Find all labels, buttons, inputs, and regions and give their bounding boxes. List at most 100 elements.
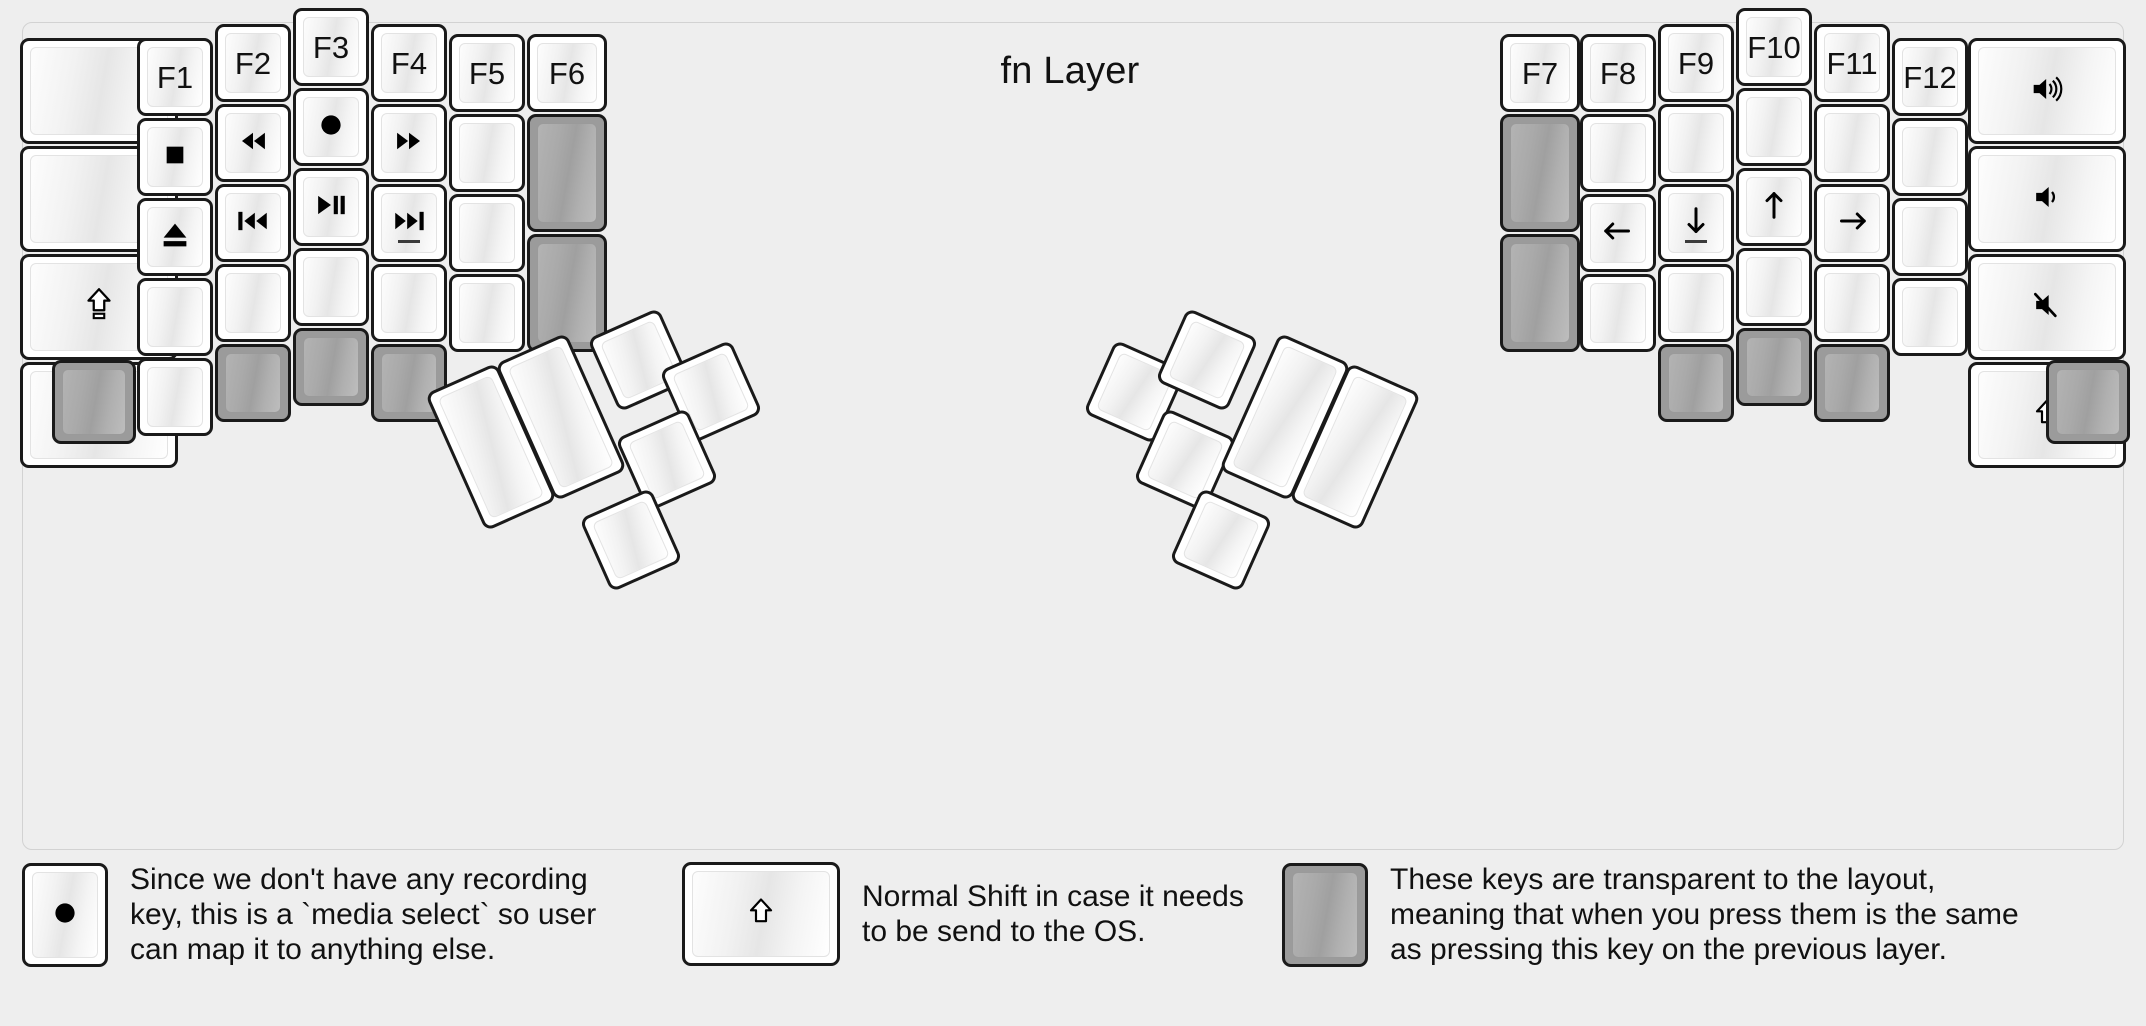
keycap-face [1167, 319, 1247, 401]
left-col-l1-key-extra[interactable] [52, 360, 136, 444]
right-col-r3-key-5[interactable] [1658, 344, 1734, 422]
left-col-l2-key-5[interactable] [137, 358, 213, 436]
keycap-face [225, 193, 281, 253]
left-col-l3-key-4[interactable] [215, 264, 291, 342]
left-col-l6-key-2[interactable] [449, 114, 525, 192]
key-underbar-mark [1685, 240, 1707, 243]
keycap-face [1668, 353, 1724, 413]
left-col-l7-key-3[interactable] [527, 234, 607, 352]
key-label: F2 [234, 45, 272, 81]
left-col-l6-key-3[interactable] [449, 194, 525, 272]
left-col-l5-key-4[interactable] [371, 264, 447, 342]
right-col-r5-key-2[interactable] [1814, 104, 1890, 182]
left-col-l7-key-2[interactable] [527, 114, 607, 232]
left-col-l5-key-1[interactable]: F4 [371, 24, 447, 102]
keycap-face [1746, 97, 1802, 157]
left-col-l5-key-5[interactable] [371, 344, 447, 422]
keycap-face [1181, 499, 1261, 581]
right-col-r4-key-5[interactable] [1736, 328, 1812, 406]
legend-key-transparent-key-note [1282, 862, 1368, 967]
right-col-r3-key-4[interactable] [1658, 264, 1734, 342]
left-col-l6-key-4[interactable] [449, 274, 525, 352]
key-label: F4 [390, 45, 428, 81]
right-col-r5-key-1[interactable]: F11 [1814, 24, 1890, 102]
left-col-l4-key-2[interactable] [293, 88, 369, 166]
stop-icon [155, 135, 195, 179]
keycap-face [225, 273, 281, 333]
left-col-l2-key-4[interactable] [137, 278, 213, 356]
right-col-r1-key-3[interactable] [1500, 234, 1580, 352]
keycap-face [1902, 287, 1958, 347]
right-col-r1-key-1[interactable]: F7 [1500, 34, 1580, 112]
left-col-l2-key-3[interactable] [137, 198, 213, 276]
left-col-l2-key-2[interactable] [137, 118, 213, 196]
right-col-r6-key-4[interactable] [1892, 278, 1968, 356]
keycap-face: F6 [537, 43, 597, 103]
right-col-r5-key-5[interactable] [1814, 344, 1890, 422]
right-col-r3-key-1[interactable]: F9 [1658, 24, 1734, 102]
right-col-r7-key-2[interactable] [1968, 146, 2126, 252]
right-col-r2-key-4[interactable] [1580, 274, 1656, 352]
keycap-face: F1 [147, 47, 203, 107]
right-col-r7-key-3[interactable] [1968, 254, 2126, 360]
right-col-r7-key-extra[interactable] [2046, 360, 2130, 444]
right-col-r3-key-3[interactable] [1658, 184, 1734, 262]
keycap-face [147, 287, 203, 347]
left-col-l4-key-3[interactable] [293, 168, 369, 246]
left-col-l3-key-1[interactable]: F2 [215, 24, 291, 102]
right-col-r5-key-3[interactable] [1814, 184, 1890, 262]
right-col-r2-key-1[interactable]: F8 [1580, 34, 1656, 112]
volume-mute-icon [2027, 285, 2067, 329]
legend-key-record-key-note [22, 862, 108, 967]
right-col-r2-key-3[interactable] [1580, 194, 1656, 272]
left-col-l3-key-5[interactable] [215, 344, 291, 422]
keycap-face: F11 [1824, 33, 1880, 93]
left-col-l2-key-1[interactable]: F1 [137, 38, 213, 116]
right-col-r4-key-1[interactable]: F10 [1736, 8, 1812, 86]
left-col-l4-key-4[interactable] [293, 248, 369, 326]
keycap-face [2056, 369, 2120, 435]
left-col-l3-key-3[interactable] [215, 184, 291, 262]
left-col-l3-key-2[interactable] [215, 104, 291, 182]
keycap-face [225, 353, 281, 413]
keycap-face: F5 [459, 43, 515, 103]
keycap-face [381, 113, 437, 173]
keycap-face [1824, 113, 1880, 173]
keycap-face [381, 353, 437, 413]
keycap-face: F8 [1590, 43, 1646, 103]
right-col-r4-key-2[interactable] [1736, 88, 1812, 166]
fast-forward-icon [387, 119, 431, 167]
left-col-l4-key-1[interactable]: F3 [293, 8, 369, 86]
keycap-face [627, 419, 707, 501]
keycap-face: F3 [303, 17, 359, 77]
keycap-face [1510, 123, 1570, 223]
shift-icon [741, 892, 781, 936]
right-col-r4-key-4[interactable] [1736, 248, 1812, 326]
key-label: F6 [548, 55, 586, 91]
left-col-l5-key-3[interactable] [371, 184, 447, 262]
keycap-face [1902, 207, 1958, 267]
right-col-r4-key-3[interactable] [1736, 168, 1812, 246]
left-col-l6-key-1[interactable]: F5 [449, 34, 525, 112]
left-col-l5-key-2[interactable] [371, 104, 447, 182]
key-label: F1 [156, 59, 194, 95]
left-col-l7-key-1[interactable]: F6 [527, 34, 607, 112]
keycap-face [147, 207, 203, 267]
right-col-r7-key-1[interactable] [1968, 38, 2126, 144]
left-col-l4-key-5[interactable] [293, 328, 369, 406]
legend-key-shift-key-note [682, 862, 840, 966]
right-col-r6-key-1[interactable]: F12 [1892, 38, 1968, 116]
right-col-r6-key-2[interactable] [1892, 118, 1968, 196]
prev-track-icon [231, 199, 275, 247]
right-col-r1-key-2[interactable] [1500, 114, 1580, 232]
right-col-r2-key-2[interactable] [1580, 114, 1656, 192]
legend-item-shift-key-note: Normal Shift in case it needs to be send… [682, 862, 1244, 966]
arrow-down-icon [1675, 200, 1717, 246]
right-col-r6-key-3[interactable] [1892, 198, 1968, 276]
legend: Since we don't have any recording key, t… [22, 862, 2124, 1004]
right-col-r3-key-2[interactable] [1658, 104, 1734, 182]
keycap-face [303, 97, 359, 157]
key-label: F5 [468, 55, 506, 91]
right-col-r5-key-4[interactable] [1814, 264, 1890, 342]
